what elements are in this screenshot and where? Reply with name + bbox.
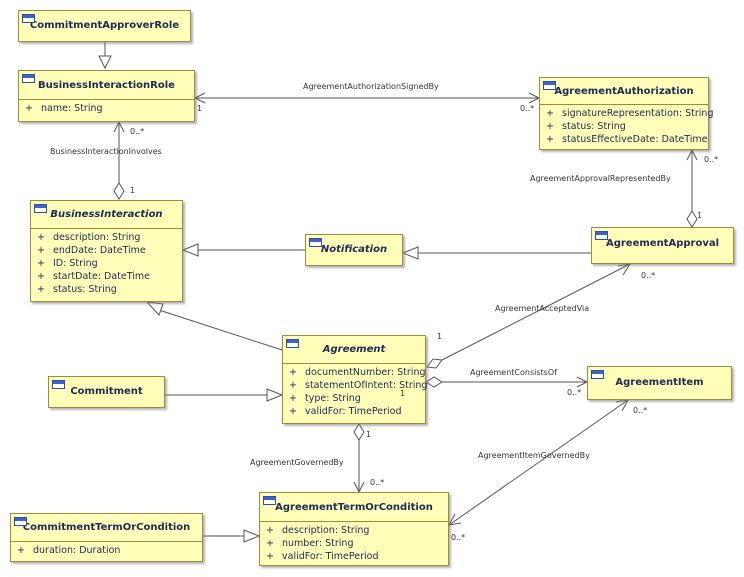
generalization-arrowhead: [98, 55, 112, 70]
class-name: Agreement: [322, 344, 386, 355]
class-name: AgreementAuthorization: [554, 86, 694, 97]
arrowhead: [617, 263, 632, 276]
generalization-arrowhead: [266, 388, 284, 402]
class-icon: [52, 380, 65, 389]
class-name: BusinessInteractionRole: [38, 80, 175, 91]
attribute-list: +description: String +endDate: DateTime …: [31, 229, 182, 296]
class-commitment-term-or-condition[interactable]: CommitmentTermOrCondition +duration: Dur…: [10, 513, 203, 562]
multiplicity-label: 0..*: [370, 478, 385, 487]
multiplicity-label: 1: [400, 389, 406, 398]
attribute: +status: String: [546, 121, 626, 132]
arrowhead: [686, 148, 698, 161]
class-icon: [34, 204, 47, 213]
aggregation-diamond: [353, 423, 365, 441]
class-icon: [14, 517, 27, 526]
association-label: AgreementItemGovernedBy: [478, 451, 590, 460]
aggregation-diamond: [113, 182, 125, 200]
class-icon: [543, 81, 556, 90]
class-icon: [591, 370, 604, 379]
class-commitment[interactable]: Commitment: [48, 376, 165, 408]
association-item-governed-by[interactable]: [448, 399, 629, 526]
association-label: AgreementGovernedBy: [250, 458, 344, 467]
attribute: +documentNumber: String: [289, 367, 426, 378]
arrowhead: [615, 399, 629, 412]
aggregation-diamond: [426, 358, 443, 369]
class-icon: [263, 496, 276, 505]
generalization-arrowhead: [243, 529, 261, 543]
attribute: +endDate: DateTime: [37, 245, 146, 256]
multiplicity-label: 0..*: [520, 104, 535, 113]
association-accepted-via[interactable]: [441, 263, 631, 361]
class-icon: [309, 238, 322, 247]
multiplicity-label: 0..*: [451, 533, 466, 542]
class-agreement[interactable]: Agreement +documentNumber: String +state…: [282, 335, 428, 424]
attribute: +type: String: [289, 393, 361, 404]
attribute: +name: String: [25, 103, 103, 114]
class-agreement-authorization[interactable]: AgreementAuthorization +signatureReprese…: [539, 77, 714, 150]
multiplicity-label: 1: [197, 104, 203, 113]
class-name: Notification: [320, 244, 388, 255]
class-name: CommitmentApproverRole: [29, 20, 180, 31]
multiplicity-label: 1: [130, 186, 136, 195]
generalization-arrowhead: [145, 301, 164, 316]
class-business-interaction-role[interactable]: BusinessInteractionRole +name: String: [18, 70, 195, 122]
multiplicity-label: 0..*: [633, 406, 648, 415]
attribute: +description: String: [266, 525, 370, 536]
association-label: AgreementConsistsOf: [470, 368, 557, 377]
attribute-list: +name: String: [19, 100, 194, 115]
class-name: AgreementApproval: [605, 238, 720, 249]
arrowhead: [448, 513, 462, 526]
multiplicity-label: 0..*: [130, 127, 145, 136]
attribute: +startDate: DateTime: [37, 271, 151, 282]
class-icon: [22, 74, 35, 83]
association-label: AgreementApprovalRepresentedBy: [530, 174, 671, 183]
generalization-arrowhead: [181, 243, 199, 257]
aggregation-diamond: [425, 376, 443, 388]
attribute-list: +signatureRepresentation: String +status…: [540, 105, 714, 146]
attribute: +description: String: [37, 232, 141, 243]
class-agreement-term-or-condition[interactable]: AgreementTermOrCondition +description: S…: [259, 492, 449, 566]
class-agreement-approval[interactable]: AgreementApproval: [591, 227, 734, 264]
class-icon: [286, 339, 299, 348]
class-agreement-item[interactable]: AgreementItem: [587, 366, 732, 400]
attribute: +validFor: TimePeriod: [266, 551, 379, 562]
class-name: BusinessInteraction: [50, 209, 163, 220]
attribute: +statementOfIntent: String: [289, 380, 428, 391]
multiplicity-label: 1: [697, 211, 703, 220]
multiplicity-label: 0..*: [641, 271, 656, 280]
generalization-agreement[interactable]: [158, 309, 283, 351]
class-name: CommitmentTermOrCondition: [22, 522, 191, 533]
multiplicity-label: 0..*: [704, 155, 719, 164]
multiplicity-label: 0..*: [567, 388, 582, 397]
association-label: AgreementAuthorizationSignedBy: [303, 82, 439, 91]
class-name: AgreementTermOrCondition: [275, 502, 433, 513]
attribute: +number: String: [266, 538, 354, 549]
class-icon: [595, 231, 608, 240]
class-business-interaction[interactable]: BusinessInteraction +description: String…: [30, 200, 183, 302]
class-commitment-approver-role[interactable]: CommitmentApproverRole: [18, 10, 191, 42]
association-label: AgreementAcceptedVia: [495, 304, 590, 313]
aggregation-diamond: [686, 210, 698, 228]
attribute-list: +documentNumber: String +statementOfInte…: [283, 364, 428, 418]
arrowhead: [193, 92, 206, 104]
class-name: AgreementItem: [615, 377, 704, 388]
class-icon: [22, 14, 35, 23]
class-name: Commitment: [70, 386, 143, 397]
attribute: +statusEffectiveDate: DateTime: [546, 134, 708, 145]
association-label: BusinessInteractionInvolves: [50, 147, 162, 156]
arrowhead: [113, 120, 125, 133]
attribute-list: +duration: Duration: [11, 542, 202, 557]
multiplicity-label: 1: [366, 430, 372, 439]
multiplicity-label: 1: [437, 332, 443, 341]
attribute: +ID: String: [37, 258, 98, 269]
attribute: +validFor: TimePeriod: [289, 406, 402, 417]
attribute-list: +description: String +number: String +va…: [260, 522, 448, 563]
class-notification[interactable]: Notification: [305, 234, 403, 266]
attribute: +signatureRepresentation: String: [546, 108, 714, 119]
attribute: +status: String: [37, 284, 117, 295]
attribute: +duration: Duration: [17, 545, 121, 556]
generalization-arrowhead: [401, 246, 419, 260]
